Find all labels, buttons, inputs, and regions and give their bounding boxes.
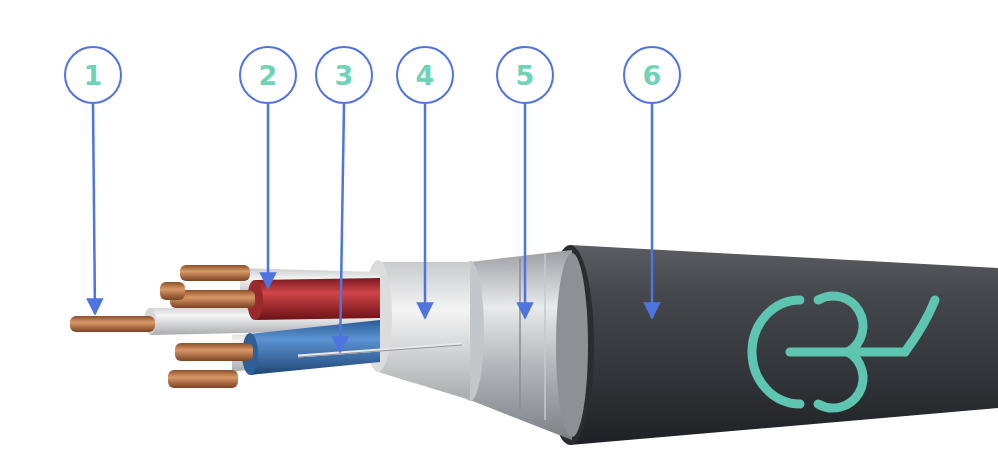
callout-circle: 3 xyxy=(315,46,373,104)
callout-circle: 4 xyxy=(396,46,454,104)
callout-number: 4 xyxy=(416,62,435,89)
callout-number: 3 xyxy=(335,62,354,89)
callout-circle: 5 xyxy=(496,46,554,104)
callout-circle: 1 xyxy=(64,46,122,104)
callout-circle: 2 xyxy=(239,46,297,104)
callout-circle: 6 xyxy=(623,46,681,104)
callout-number: 5 xyxy=(516,62,535,89)
callout-number: 6 xyxy=(643,62,662,89)
callout-number: 2 xyxy=(259,62,278,89)
callout-number: 1 xyxy=(84,62,103,89)
